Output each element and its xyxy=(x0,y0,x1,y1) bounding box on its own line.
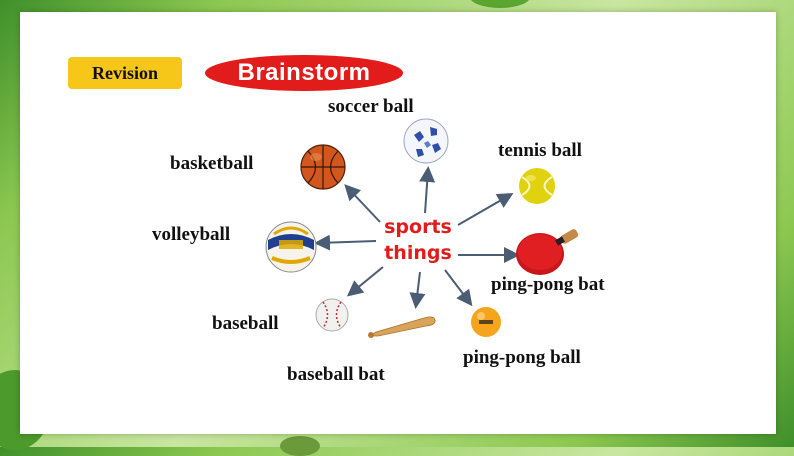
volleyball-icon xyxy=(265,221,317,273)
label-ping-pong-bat: ping-pong bat xyxy=(491,274,605,295)
arrow-baseball-bat xyxy=(409,271,426,309)
baseball-bat-icon xyxy=(368,316,436,338)
arrow-soccer-ball xyxy=(419,166,436,214)
center-node: sports things xyxy=(378,214,458,266)
label-soccer-ball: soccer ball xyxy=(328,96,414,117)
arrow-volleyball xyxy=(314,234,377,251)
label-ping-pong-ball: ping-pong ball xyxy=(463,347,581,368)
label-baseball-bat: baseball bat xyxy=(287,364,385,385)
label-basketball: basketball xyxy=(170,153,254,174)
tennis-ball-icon xyxy=(519,168,555,204)
brainstorm-title: Brainstorm xyxy=(205,55,403,91)
arrow-tennis-ball xyxy=(457,193,514,226)
basketball-icon xyxy=(300,144,346,190)
arrow-basketball xyxy=(344,184,381,223)
ping-pong-bat-icon xyxy=(516,229,579,275)
center-line-2: things xyxy=(384,242,452,264)
label-baseball: baseball xyxy=(212,313,279,334)
baseball-icon xyxy=(315,298,349,332)
ping-pong-ball-icon xyxy=(471,307,501,337)
label-tennis-ball: tennis ball xyxy=(498,140,582,161)
decor-leaf-top xyxy=(470,0,530,8)
arrow-ping-pong-ball xyxy=(444,269,473,307)
revision-badge: Revision xyxy=(68,57,182,89)
arrow-baseball xyxy=(346,266,384,297)
label-volleyball: volleyball xyxy=(152,224,231,245)
center-line-1: sports xyxy=(384,216,452,238)
soccer-ball-icon xyxy=(403,118,449,164)
